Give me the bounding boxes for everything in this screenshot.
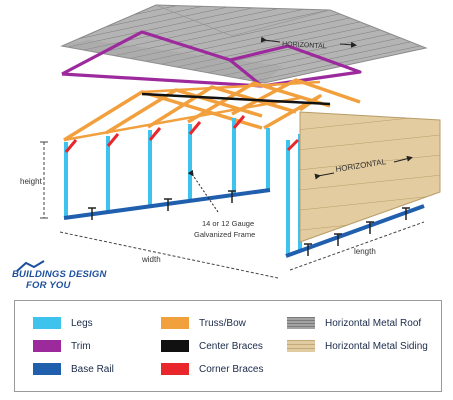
roof-swatch (287, 317, 315, 329)
legend: Legs Trim Base Rail Truss/Bow Center Bra… (14, 300, 442, 392)
gauge-label-line1: 14 or 12 Gauge (202, 219, 254, 228)
gauge-label-line2: Galvanized Frame (194, 230, 255, 239)
legend-item-siding: Horizontal Metal Siding (287, 338, 428, 354)
width-label: width (141, 255, 161, 264)
legend-item-center-braces: Center Braces (161, 338, 263, 354)
corner-braces-swatch (161, 363, 189, 375)
logo-roof-icon (16, 260, 45, 272)
trim-swatch (33, 340, 61, 352)
height-label: height (20, 177, 43, 186)
truss-swatch (161, 317, 189, 329)
center-braces-swatch (161, 340, 189, 352)
dimension-lines (40, 141, 425, 279)
legend-item-truss: Truss/Bow (161, 315, 246, 331)
legend-item-legs: Legs (33, 315, 93, 331)
legs-swatch (33, 317, 61, 329)
base-rails (63, 188, 425, 258)
buildings-design-logo: BUILDINGS DESIGN FOR YOU (12, 260, 106, 294)
legend-item-trim: Trim (33, 338, 91, 354)
svg-text:HORIZONTAL: HORIZONTAL (282, 41, 327, 50)
legs (64, 118, 302, 256)
legend-item-corner-braces: Corner Braces (161, 361, 263, 377)
logo-line2: FOR YOU (26, 280, 71, 291)
siding-swatch (287, 340, 315, 352)
base-rail-swatch (33, 363, 61, 375)
legend-item-roof: Horizontal Metal Roof (287, 315, 421, 331)
gauge-pointer (187, 169, 219, 213)
side-siding-panel (299, 111, 441, 243)
anchors (88, 190, 410, 256)
center-brace (141, 92, 331, 106)
truss-bows (63, 78, 361, 142)
legend-item-base-rail: Base Rail (33, 361, 114, 377)
corner-braces (64, 115, 300, 153)
length-label: length (354, 247, 376, 256)
logo-line1: BUILDINGS DESIGN (12, 269, 107, 280)
roof-horizontal-label: HORIZONTAL (260, 36, 357, 50)
